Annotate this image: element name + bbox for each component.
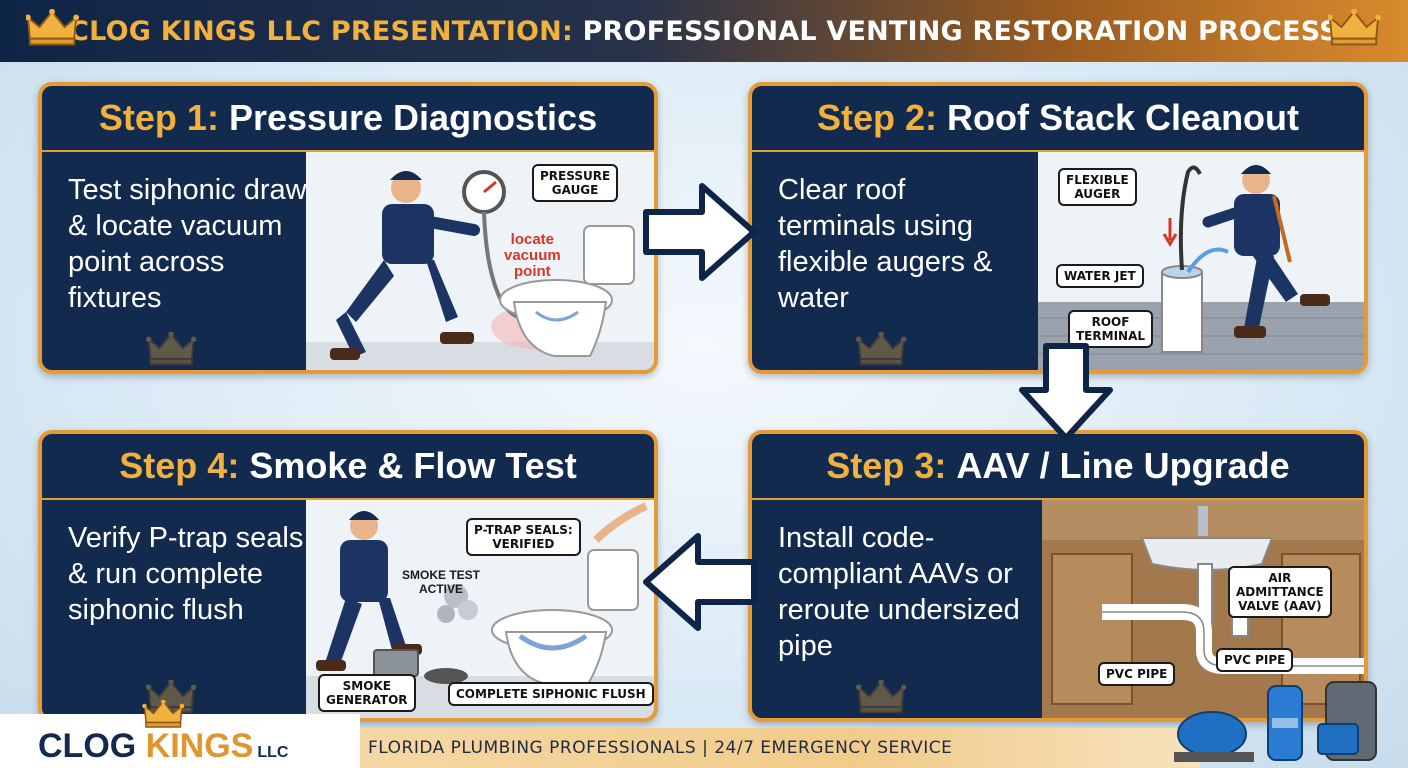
smoke-test-note: SMOKE TEST ACTIVE xyxy=(402,568,481,596)
pressure-gauge-callout: PRESSURE GAUGE xyxy=(532,164,619,202)
complete-flush-callout: COMPLETE SIPHONIC FLUSH xyxy=(448,682,654,706)
step-1-heading: Pressure Diagnostics xyxy=(228,97,598,138)
step-2-illustration: FLEXIBLE AUGER WATER JET ROOF TERMINAL xyxy=(1038,152,1364,370)
arrow-left-icon xyxy=(643,533,757,631)
footer-tagline: FLORIDA PLUMBING PROFESSIONALS | 24/7 EM… xyxy=(340,728,1200,768)
step-4-panel: Step 4: Smoke & Flow Test Verify P-trap … xyxy=(38,430,658,722)
step-3-heading: AAV / Line Upgrade xyxy=(956,445,1290,486)
crown-icon xyxy=(144,332,198,366)
step-1-label: Step 1: xyxy=(98,97,219,138)
plumber-illustration xyxy=(306,170,654,370)
crown-icon xyxy=(855,680,908,714)
step-2-description: Clear roof terminals using flexible auge… xyxy=(778,174,993,314)
arrow-right-icon xyxy=(643,183,757,281)
step-1-panel: Step 1: Pressure Diagnostics Test siphon… xyxy=(38,82,658,374)
crown-icon xyxy=(141,700,185,728)
step-3-title: Step 3: AAV / Line Upgrade xyxy=(752,434,1364,500)
page-title: CLOG KINGS LLC PRESENTATION: PROFESSIONA… xyxy=(69,16,1339,47)
roof-terminal-callout: ROOF TERMINAL xyxy=(1068,310,1154,348)
vacuum-point-note: locate vacuum point xyxy=(504,231,561,280)
step-2-label: Step 2: xyxy=(816,97,937,138)
step-1-title: Step 1: Pressure Diagnostics xyxy=(42,86,654,152)
step-3-illustration: AIR ADMITTANCE VALVE (AAV) PVC PIPE PVC … xyxy=(1042,500,1364,718)
step-4-title: Step 4: Smoke & Flow Test xyxy=(42,434,654,500)
header-brand: CLOG KINGS LLC PRESENTATION: xyxy=(69,15,573,47)
water-jet-callout: WATER JET xyxy=(1056,264,1144,288)
step-2-heading: Roof Stack Cleanout xyxy=(946,97,1300,138)
crown-icon xyxy=(1328,9,1382,46)
step-4-illustration: P-TRAP SEALS: VERIFIED SMOKE TEST ACTIVE… xyxy=(306,500,654,718)
step-3-label: Step 3: xyxy=(826,445,947,486)
step-2-panel: Step 2: Roof Stack Cleanout Clear roof t… xyxy=(748,82,1368,374)
step-2-title: Step 2: Roof Stack Cleanout xyxy=(752,86,1364,152)
step-1-description: Test siphonic draw & locate vacuum point… xyxy=(68,174,307,314)
smoke-generator-callout: SMOKE GENERATOR xyxy=(318,674,416,712)
step-4-label: Step 4: xyxy=(119,445,240,486)
crown-icon xyxy=(26,9,80,46)
step-3-description: Install code-compliant AAVs or reroute u… xyxy=(778,522,1020,662)
aav-callout: AIR ADMITTANCE VALVE (AAV) xyxy=(1228,566,1332,618)
equipment-illustration xyxy=(1174,681,1377,762)
step-4-heading: Smoke & Flow Test xyxy=(249,445,577,486)
logo-kings: KINGS xyxy=(145,727,254,765)
header-title-text: PROFESSIONAL VENTING RESTORATION PROCESS xyxy=(582,15,1339,47)
p-trap-seals-callout: P-TRAP SEALS: VERIFIED xyxy=(466,518,581,556)
logo-llc: LLC xyxy=(257,744,289,761)
step-4-description: Verify P-trap seals & run complete sipho… xyxy=(68,522,304,626)
tagline-text: FLORIDA PLUMBING PROFESSIONALS | 24/7 EM… xyxy=(368,738,953,758)
arrow-down-icon xyxy=(1019,343,1113,441)
logo-clog: CLOG xyxy=(38,727,137,765)
pvc-pipe-callout-left: PVC PIPE xyxy=(1098,662,1176,686)
step-1-illustration: PRESSURE GAUGE locate vacuum point xyxy=(306,152,654,370)
crown-icon xyxy=(855,332,908,366)
pipe-illustration xyxy=(1042,500,1364,718)
flexible-auger-callout: FLEXIBLE AUGER xyxy=(1058,168,1137,206)
pvc-pipe-callout-right: PVC PIPE xyxy=(1216,648,1294,672)
header-banner: CLOG KINGS LLC PRESENTATION: PROFESSIONA… xyxy=(0,0,1408,62)
step-3-panel: Step 3: AAV / Line Upgrade Install code-… xyxy=(748,430,1368,722)
